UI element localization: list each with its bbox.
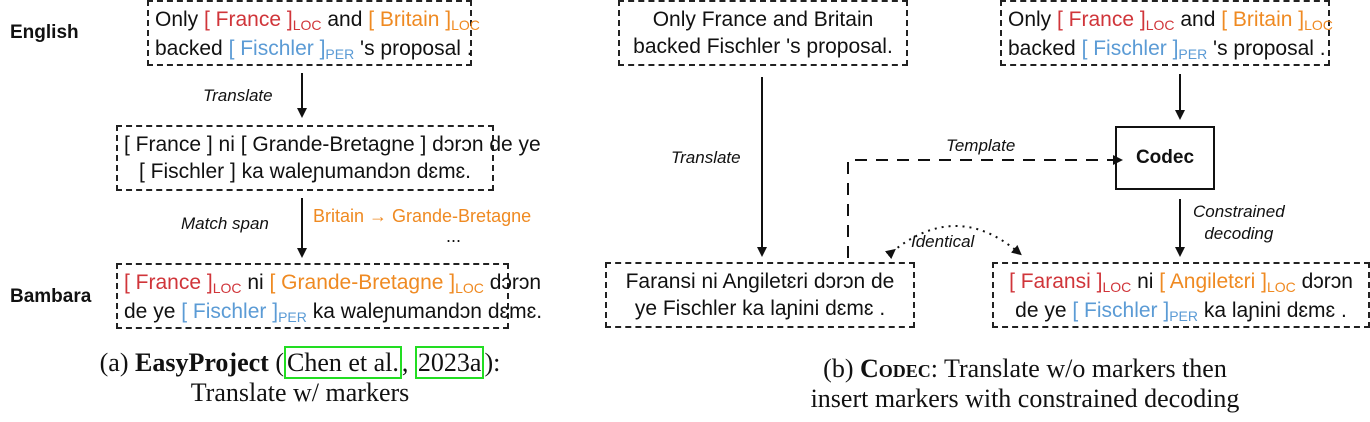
entity-france: [ France ]LOC [1057, 8, 1175, 33]
entity-fischler: [ Fischler ]PER [1081, 37, 1208, 62]
entity-faransi: [ Faransi ]LOC [1009, 270, 1132, 295]
text: Only [155, 8, 205, 31]
entity-angileteri: [ Angiletɛri ]LOC [1159, 270, 1296, 295]
citation-link-year[interactable]: 2023a [414, 346, 485, 379]
entity-fischler: [ Fischler ]PER [181, 300, 307, 325]
constrained-decoding-label: Constrained decoding [1193, 202, 1285, 243]
caption-b-line-1: (b) Codec: Translate w/o markers then [823, 354, 1227, 383]
method-name: Codec [859, 354, 931, 383]
entity-france: [ France ]LOC [204, 8, 322, 33]
identical-label: Identical [911, 232, 975, 251]
sentence-line-2: de ye [ Fischler ]PER ka laɲini dɛmɛ . [1015, 299, 1347, 324]
translate-label-b: Translate [671, 148, 741, 167]
text: ni [241, 271, 270, 294]
caption-a-line-1: (a) EasyProject (Chen et al., 2023a): [99, 346, 501, 379]
source-marked-sentence-box: Only [ France ]LOC and [ Britain ]LOC ba… [1000, 0, 1333, 66]
translate-label-a: Translate [203, 86, 273, 105]
caption-b: (b) Codec: Translate w/o markers then in… [680, 354, 1370, 414]
sentence-line-2: de ye [ Fischler ]PER ka waleɲumandɔn dɛ… [124, 298, 542, 327]
bambara-language-label: Bambara [10, 286, 92, 307]
source-plain-sentence-box: Only France and Britain backed Fischler … [618, 0, 908, 66]
text: dɔrɔn [483, 271, 542, 294]
template-label: Template [946, 136, 1016, 155]
codec-model-box: Codec [1115, 126, 1215, 190]
sentence-line-1: Faransi ni Angiletɛri dɔrɔn de [625, 270, 895, 293]
loc-tag: LOC [292, 17, 322, 33]
caption-a: (a) EasyProject (Chen et al., 2023a): Tr… [40, 346, 560, 408]
loc-tag: LOC [451, 17, 480, 33]
sentence-line-1: Only [ France ]LOC and [ Britain ]LOC [1008, 8, 1333, 33]
match-span-example: Britain → Grande-Bretagne [313, 206, 532, 226]
translated-plain-sentence-box: Faransi ni Angiletɛri dɔrɔn de ye Fischl… [605, 262, 915, 328]
sentence-line-1: Only [ France ]LOC and [ Britain ]LOC [155, 6, 480, 35]
loc-tag: LOC [455, 280, 484, 296]
caption-b-line-2: insert markers with constrained decoding [810, 384, 1240, 413]
english-language-label: English [10, 22, 79, 43]
entity-britain: [ Britain ]LOC [1221, 8, 1333, 33]
english-marked-sentence-box: Only [ France ]LOC and [ Britain ]LOC ba… [147, 0, 480, 66]
entity-britain: [ Britain ]LOC [368, 8, 480, 33]
per-tag: PER [325, 46, 355, 62]
sentence-line-2: backed [ Fischler ]PER 's proposal . [155, 35, 473, 64]
output-marked-sentence-box: [ Faransi ]LOC ni [ Angiletɛri ]LOC dɔrɔ… [992, 262, 1370, 328]
sentence-line-2: backed [ Fischler ]PER 's proposal . [1008, 37, 1326, 62]
loc-tag: LOC [212, 280, 242, 296]
method-name: EasyProject [135, 348, 269, 377]
text: ka waleɲumandɔn dɛmɛ. [306, 300, 543, 323]
sentence-line-2: [ Fischler ] ka waleɲumandɔn dɛmɛ. [138, 160, 472, 183]
sentence-line-1: [ Faransi ]LOC ni [ Angiletɛri ]LOC dɔrɔ… [1009, 270, 1353, 295]
codec-label: Codec [1135, 147, 1195, 168]
text: and [321, 8, 369, 31]
entity-france: [ France ]LOC [124, 271, 242, 296]
translated-marked-sentence-box: [ France ] ni [ Grande-Bretagne ] dɔrɔn … [116, 125, 541, 191]
caption-a-line-2: Translate w/ markers [190, 378, 410, 407]
bambara-marked-sentence-box: [ France ]LOC ni [ Grande-Bretagne ]LOC … [116, 263, 542, 329]
sentence-line-1: Only France and Britain [652, 8, 874, 31]
entity-fischler: [ Fischler ]PER [228, 37, 355, 62]
citation-link-author[interactable]: Chen et al. [283, 346, 402, 379]
sentence-line-2: ye Fischler ka laɲini dɛmɛ . [634, 297, 886, 320]
match-span-label: Match span [181, 214, 269, 233]
per-tag: PER [278, 309, 307, 325]
text: backed [155, 37, 229, 60]
entity-grande-bretagne: [ Grande-Bretagne ]LOC [269, 271, 484, 296]
sentence-line-1: [ France ] ni [ Grande-Bretagne ] dɔrɔn … [124, 133, 541, 156]
text: de ye [124, 300, 182, 323]
sentence-line-2: backed Fischler 's proposal. [633, 35, 893, 58]
template-dashed-arrow [847, 155, 1123, 258]
entity-fischler: [ Fischler ]PER [1072, 299, 1199, 324]
text: 's proposal . [354, 37, 473, 60]
match-span-ellipsis: ... [446, 226, 462, 246]
sentence-line-1: [ France ]LOC ni [ Grande-Bretagne ]LOC … [124, 269, 541, 298]
